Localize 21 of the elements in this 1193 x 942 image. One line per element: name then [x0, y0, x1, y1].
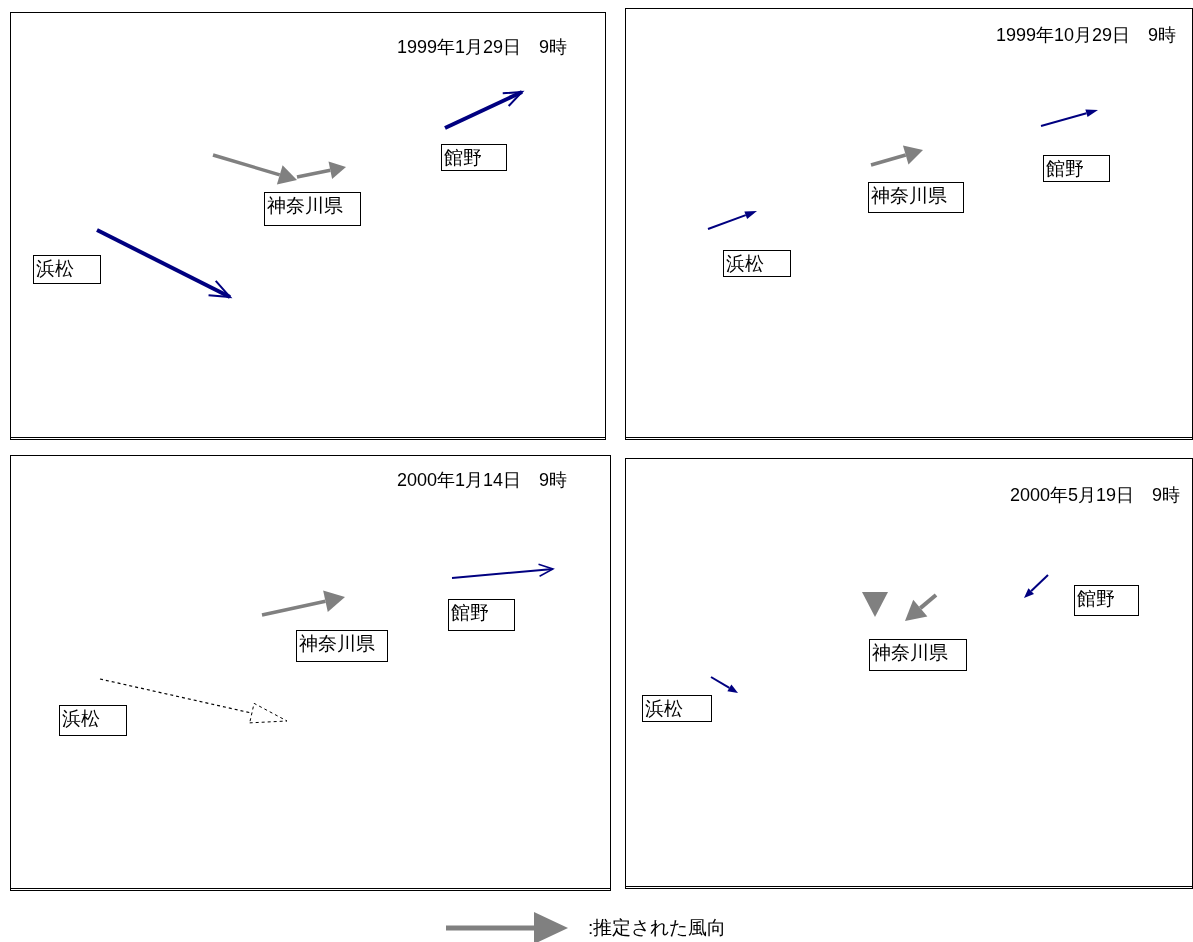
map-panel	[625, 8, 1193, 440]
station-label: 浜松	[642, 695, 712, 722]
station-label: 浜松	[723, 250, 791, 277]
legend-text: :推定された風向	[588, 916, 727, 940]
station-label: 神奈川県	[869, 639, 967, 671]
map-panel	[10, 12, 606, 440]
station-label: 館野	[448, 599, 515, 631]
date-label: 1999年1月29日 9時	[396, 36, 567, 59]
date-label: 2000年5月19日 9時	[1009, 484, 1180, 507]
map-panel	[10, 455, 611, 891]
station-label: 浜松	[59, 705, 127, 736]
station-label: 神奈川県	[296, 630, 388, 662]
station-label: 神奈川県	[868, 182, 964, 213]
map-panel	[625, 458, 1193, 889]
station-label: 館野	[441, 144, 507, 171]
station-label: 館野	[1043, 155, 1110, 182]
date-label: 2000年1月14日 9時	[396, 469, 567, 492]
date-label: 1999年10月29日 9時	[995, 24, 1176, 47]
station-label: 館野	[1074, 585, 1139, 616]
station-label: 神奈川県	[264, 192, 361, 226]
station-label: 浜松	[33, 255, 101, 284]
